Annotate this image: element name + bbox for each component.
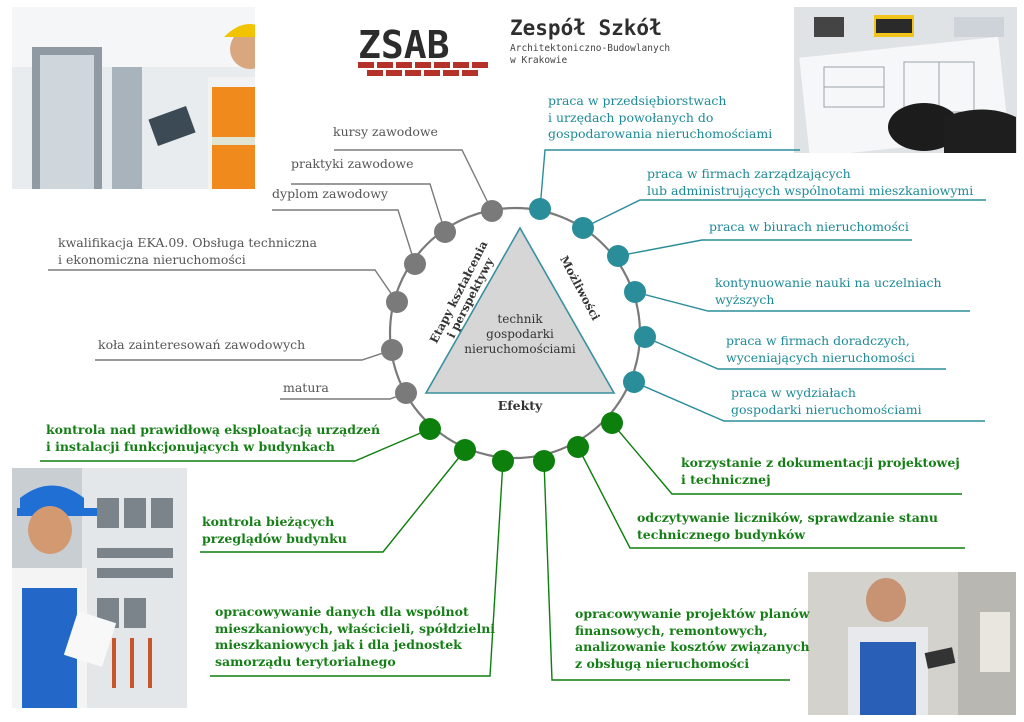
efekty-connector-4 bbox=[577, 446, 965, 549]
etapy-node-0 bbox=[481, 200, 503, 222]
mozliwosci-connector-4 bbox=[644, 336, 946, 370]
etapy-label-matura: matura bbox=[283, 380, 329, 395]
mozliwosci-connector-2 bbox=[617, 239, 912, 257]
mozliwosci-label-przedsiebiorstwa: praca w przedsiębiorstwach i urzędach po… bbox=[548, 93, 773, 141]
mozliwosci-node-4 bbox=[634, 326, 656, 348]
efekty-label-kontrola-eksploatacji: kontrola nad prawidłową eksploatacją urz… bbox=[46, 422, 381, 454]
meter-photo bbox=[808, 572, 1016, 715]
mozliwosci-label-wydzialy: praca w wydziałach gospodarki nieruchomo… bbox=[731, 385, 922, 417]
etapy-connector-1 bbox=[291, 183, 446, 233]
efekty-connector-3 bbox=[543, 460, 790, 681]
mozliwosci-label-biura: praca w biurach nieruchomości bbox=[709, 219, 909, 234]
efekty-connector-1 bbox=[200, 449, 466, 553]
efekty-node-5 bbox=[601, 412, 623, 434]
efekty-node-1 bbox=[454, 439, 476, 461]
efekty-label-opracowywanie-danych: opracowywanie danych dla wspólnot mieszk… bbox=[215, 604, 496, 669]
triangle-label: technik gospodarki nieruchomościami bbox=[464, 312, 576, 356]
etapy-node-3 bbox=[386, 291, 408, 313]
school-title: Zespół Szkół bbox=[510, 16, 662, 40]
etapy-label-praktyki: praktyki zawodowe bbox=[291, 156, 414, 171]
mozliwosci-connector-1 bbox=[582, 199, 986, 229]
efekty-label-kontrola-przegladow: kontrola bieżących przeglądów budynku bbox=[202, 514, 347, 546]
etapy-label-dyplom: dyplom zawodowy bbox=[272, 186, 388, 201]
etapy-connector-0 bbox=[334, 149, 493, 212]
mozliwosci-connector-0 bbox=[539, 149, 800, 210]
etapy-node-4 bbox=[381, 339, 403, 361]
etapy-label-kursy: kursy zawodowe bbox=[333, 124, 438, 139]
efekty-connector-2 bbox=[210, 460, 504, 677]
school-subtitle: Architektoniczno-Budowlanych w Krakowie bbox=[510, 43, 671, 67]
efekty-label-liczniki: odczytywanie liczników, sprawdzanie stan… bbox=[637, 510, 938, 542]
electrician-photo bbox=[12, 468, 187, 708]
efekty-node-2 bbox=[492, 450, 514, 472]
etapy-node-2 bbox=[404, 253, 426, 275]
etapy-label-kola: koła zainteresowań zawodowych bbox=[98, 337, 306, 352]
efekty-label-dokumentacja: korzystanie z dokumentacji projektowej i… bbox=[681, 455, 960, 487]
efekty-node-4 bbox=[567, 436, 589, 458]
efekty-connector-0 bbox=[40, 428, 431, 462]
etapy-connector-2 bbox=[272, 209, 416, 265]
etapy-node-5 bbox=[395, 382, 417, 404]
logo-letters: ZSAB bbox=[358, 23, 450, 67]
mozliwosci-label-doradcze: praca w firmach doradczych, wyceniającyc… bbox=[726, 333, 915, 365]
efekty-node-3 bbox=[533, 450, 555, 472]
mozliwosci-connector-3 bbox=[634, 291, 970, 312]
etapy-label-kwalifikacja: kwalifikacja EKA.09. Obsługa techniczna … bbox=[58, 235, 318, 267]
school-logo: ZSAB bbox=[358, 14, 498, 76]
mozliwosci-node-1 bbox=[572, 217, 594, 239]
efekty-connector-5 bbox=[611, 422, 962, 495]
mozliwosci-node-3 bbox=[624, 281, 646, 303]
mozliwosci-connector-5 bbox=[633, 381, 985, 422]
mozliwosci-node-2 bbox=[607, 245, 629, 267]
mozliwosci-label-firmy-zarzadzajace: praca w firmach zarządzających lub admin… bbox=[647, 166, 974, 198]
etapy-node-1 bbox=[434, 221, 456, 243]
efekty-node-0 bbox=[419, 418, 441, 440]
efekty-label-projekty-planow: opracowywanie projektów planów finansowy… bbox=[575, 606, 810, 671]
center-triangle bbox=[424, 226, 616, 394]
plans-photo bbox=[794, 7, 1017, 153]
mozliwosci-node-0 bbox=[529, 198, 551, 220]
side-label-efekty: Efekty bbox=[497, 398, 543, 413]
inspector-photo bbox=[12, 7, 255, 189]
mozliwosci-node-5 bbox=[623, 371, 645, 393]
mozliwosci-label-nauka: kontynuowanie nauki na uczelniach wyższy… bbox=[715, 275, 942, 307]
etapy-connector-3 bbox=[48, 269, 398, 303]
